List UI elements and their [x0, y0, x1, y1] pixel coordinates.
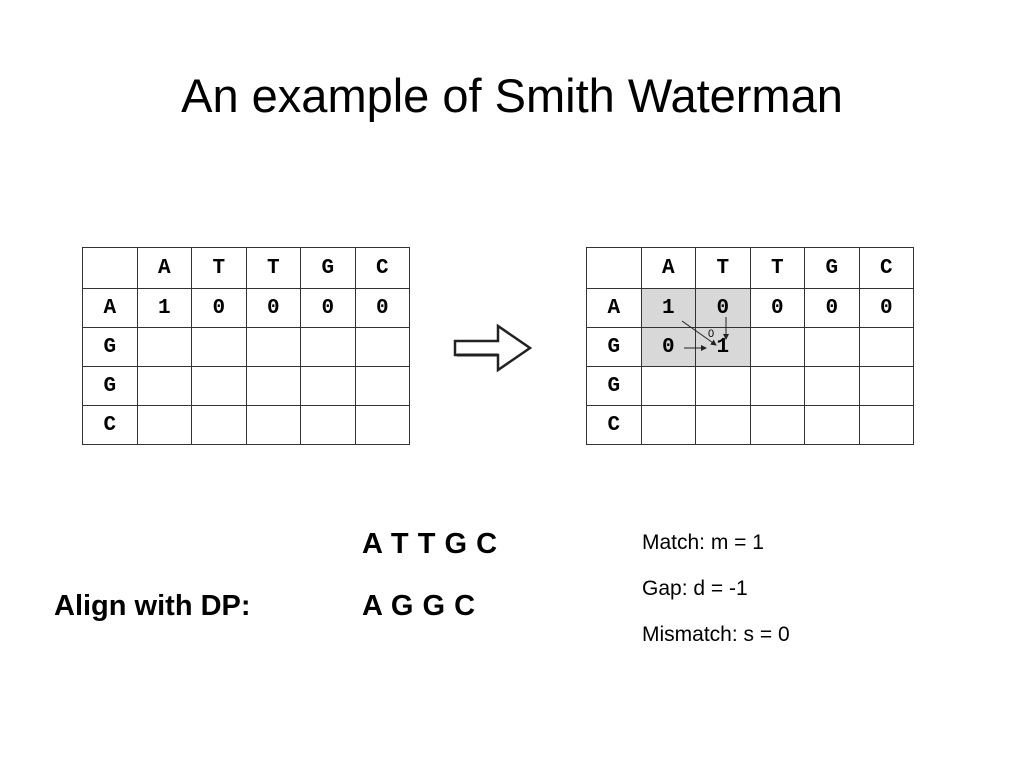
- matrix-column-header: [586, 247, 642, 289]
- matrix-cell: [300, 327, 356, 367]
- matrix-cell: 0: [191, 288, 247, 328]
- mismatch-score: Mismatch: s = 0: [642, 623, 790, 646]
- matrix-row-header: G: [586, 327, 642, 367]
- matrix-cell: [858, 327, 914, 367]
- matrix-cell: [749, 327, 805, 367]
- matrix-cell: [245, 327, 301, 367]
- matrix-cell: [749, 405, 805, 445]
- matrix-column-header: G: [804, 247, 860, 289]
- matrix-cell: 0: [749, 288, 805, 328]
- matrix-cell: [804, 327, 860, 367]
- matrix-row-header: C: [82, 405, 138, 445]
- matrix-cell: [640, 366, 696, 406]
- matrix-cell: 0: [695, 288, 751, 328]
- matrix-column-header: A: [640, 247, 696, 289]
- matrix-cell: [858, 366, 914, 406]
- matrix-column-header: A: [136, 247, 192, 289]
- matrix-cell: 0: [640, 327, 696, 367]
- matrix-cell: [858, 405, 914, 445]
- sequence-1: A T T G C: [362, 528, 498, 560]
- matrix-cell: [191, 405, 247, 445]
- matrix-cell: [245, 405, 301, 445]
- matrix-cell: [136, 327, 192, 367]
- matrix-row-header: C: [586, 405, 642, 445]
- matrix-row: C: [82, 405, 410, 445]
- matrix-column-header: T: [695, 247, 751, 289]
- matrix-cell: [354, 327, 410, 367]
- matrix-cell: [804, 405, 860, 445]
- matrix-column-header: G: [300, 247, 356, 289]
- matrix-row-header: G: [82, 327, 138, 367]
- matrix-row-header: G: [82, 366, 138, 406]
- matrix-column-header: C: [354, 247, 410, 289]
- slide-title: An example of Smith Waterman: [181, 69, 843, 122]
- matrix-column-header: [82, 247, 138, 289]
- matrix-row: C: [586, 405, 914, 445]
- matrix-cell: 1: [640, 288, 696, 328]
- matrix-row-header: G: [586, 366, 642, 406]
- align-label: Align with DP:: [54, 590, 251, 622]
- matrix-cell: [804, 366, 860, 406]
- matrix-cell: 1: [136, 288, 192, 328]
- matrix-cell: [245, 366, 301, 406]
- matrix-column-header: T: [191, 247, 247, 289]
- matrix-cell: [695, 366, 751, 406]
- matrix-cell: [354, 405, 410, 445]
- matrix-cell: [191, 327, 247, 367]
- sequence-2: A G G C: [362, 590, 476, 622]
- matrix-cell: 0: [804, 288, 860, 328]
- matrix-cell: 0: [858, 288, 914, 328]
- matrix-cell: [695, 405, 751, 445]
- matrix-cell: 1: [695, 327, 751, 367]
- match-score: Match: m = 1: [642, 531, 764, 554]
- matrix-row-header: A: [586, 288, 642, 328]
- matrix-cell: [300, 405, 356, 445]
- matrix-row: G: [82, 327, 410, 367]
- matrix-cell: 0: [354, 288, 410, 328]
- right-arrow-icon: [453, 323, 533, 373]
- matrix-cell: [640, 405, 696, 445]
- matrix-column-header: C: [858, 247, 914, 289]
- matrix-row: G: [82, 366, 410, 406]
- matrix-cell: 0: [300, 288, 356, 328]
- matrix-column-header: T: [245, 247, 301, 289]
- matrix-cell: [191, 366, 247, 406]
- matrix-row-header: A: [82, 288, 138, 328]
- gap-score: Gap: d = -1: [642, 577, 748, 600]
- matrix-cell: [136, 405, 192, 445]
- matrix-cell: 0: [245, 288, 301, 328]
- matrix-cell: [354, 366, 410, 406]
- matrix-row: G: [586, 366, 914, 406]
- matrix-cell: [300, 366, 356, 406]
- matrix-cell: [136, 366, 192, 406]
- matrix-cell: [749, 366, 805, 406]
- matrix-column-header: T: [749, 247, 805, 289]
